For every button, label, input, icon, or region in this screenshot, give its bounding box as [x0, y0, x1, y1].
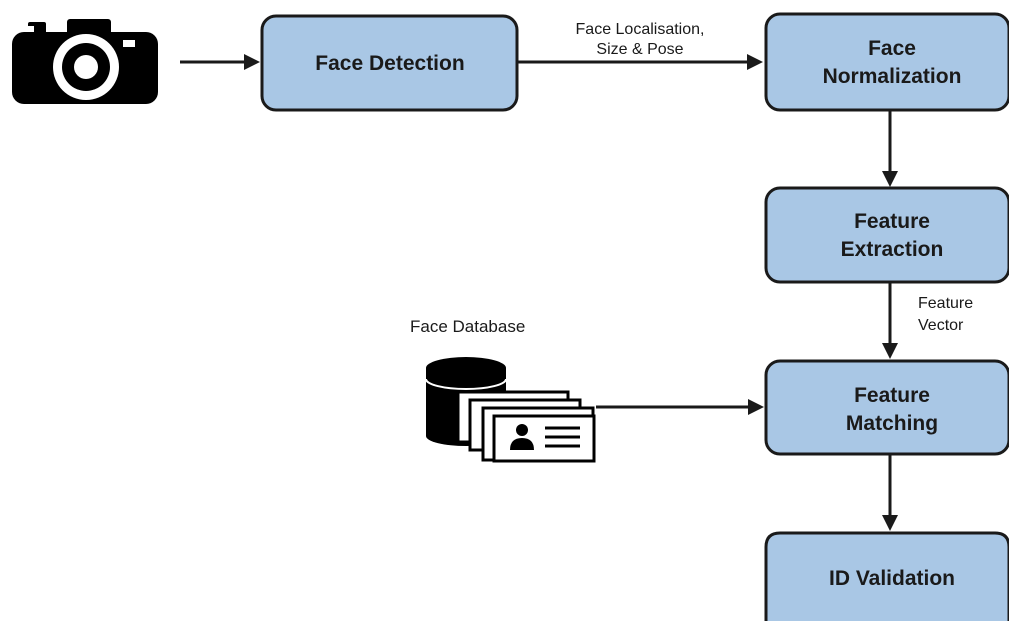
node-feature-matching: Feature Matching — [764, 359, 1009, 456]
node-feature-extraction: Feature Extraction — [764, 186, 1009, 284]
node-face-detection: Face Detection — [260, 14, 519, 112]
node-feature-matching-label-line2: Matching — [846, 412, 938, 435]
node-face-detection-label: Face Detection — [315, 52, 464, 75]
node-id-validation: ID Validation — [764, 531, 1009, 621]
node-face-normalization: Face Normalization — [764, 12, 1009, 112]
face-database-label: Face Database — [410, 317, 525, 336]
edge-label-feature-vector-line2: Vector — [918, 317, 964, 334]
node-feature-extraction-label-line2: Extraction — [841, 238, 944, 261]
edge-matching-to-validation — [882, 455, 898, 531]
id-card-icon — [456, 390, 596, 463]
camera-icon — [12, 19, 158, 104]
edge-label-localisation-line2: Size & Pose — [596, 41, 683, 58]
node-id-validation-label: ID Validation — [829, 567, 955, 590]
node-feature-extraction-label-line1: Feature — [854, 210, 930, 233]
edge-label-localisation-line1: Face Localisation, — [576, 21, 705, 38]
edge-database-to-matching — [596, 399, 764, 415]
edge-normalization-to-extraction — [882, 111, 898, 187]
edge-detection-to-normalization: Face Localisation, Size & Pose — [518, 21, 763, 70]
edge-extraction-to-matching: Feature Vector — [882, 283, 973, 359]
edge-camera-to-detection — [180, 54, 260, 70]
edge-label-feature-vector-line1: Feature — [918, 295, 973, 312]
node-face-normalization-label-line1: Face — [868, 37, 916, 60]
node-face-normalization-label-line2: Normalization — [823, 65, 962, 88]
node-feature-matching-label-line1: Feature — [854, 384, 930, 407]
